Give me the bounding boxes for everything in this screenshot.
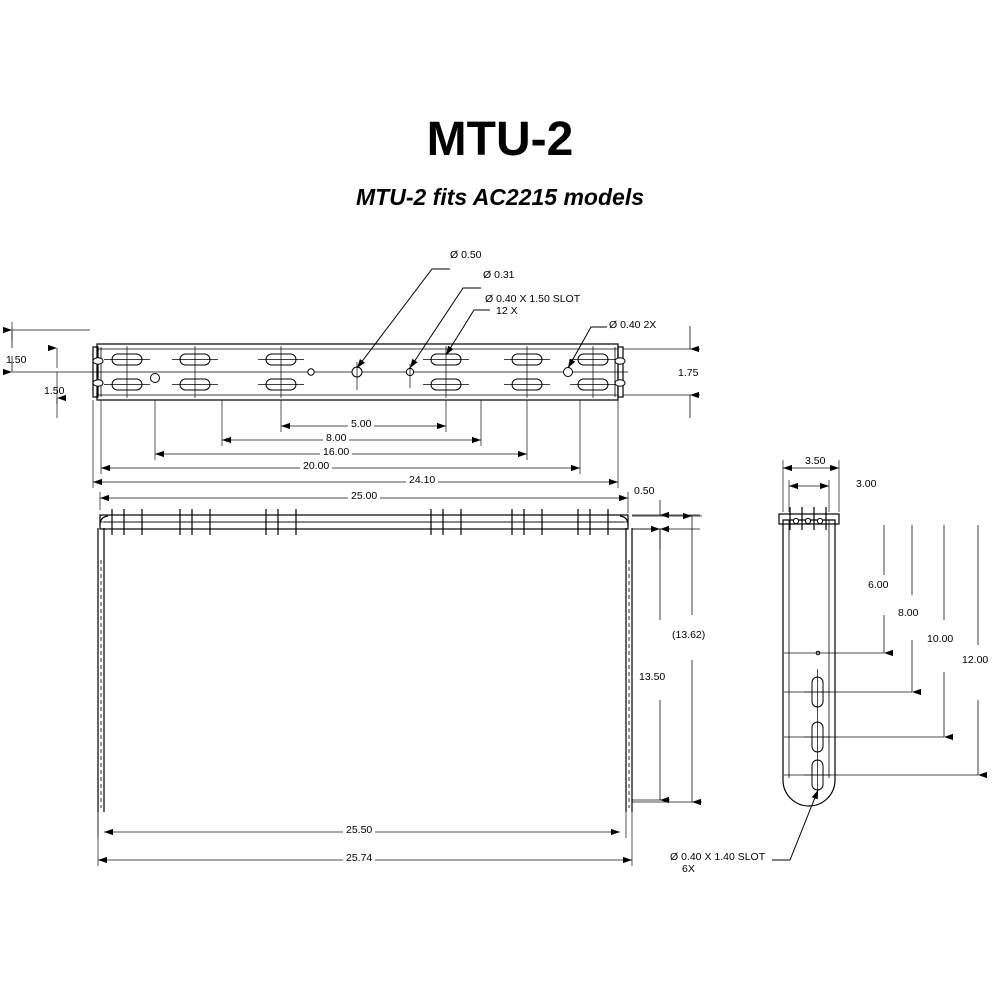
callout-slot-6x-qty: 6X (682, 863, 695, 875)
callout-hole-031: Ø 0.31 (483, 269, 515, 281)
dim-top-left-outer: 1.50 (6, 354, 27, 366)
dim-top-left-inner: 1.50 (44, 385, 65, 397)
top-view-geometry (90, 343, 628, 401)
dim-side-800: 8.00 (898, 607, 919, 619)
front-view-dims (97, 492, 702, 866)
dim-front-flange: 0.50 (634, 485, 655, 497)
dim-top-right: 1.75 (678, 367, 699, 379)
dim-chain-800: 8.00 (323, 433, 350, 444)
page-subtitle: MTU-2 fits AC2215 models (356, 184, 644, 210)
dim-side-600: 6.00 (868, 579, 889, 591)
dim-front-width: 25.00 (348, 491, 381, 502)
front-view-flange-ticks (104, 509, 624, 535)
top-view-dim-chain (92, 400, 619, 488)
page-title: MTU-2 (426, 113, 574, 166)
callout-slot-12x: Ø 0.40 X 1.50 SLOT (485, 293, 581, 305)
side-view-flange-ticks (789, 507, 827, 530)
top-view-leaders (356, 268, 607, 369)
dim-front-height-ref: (13.62) (672, 629, 706, 641)
top-view-lower-slots (104, 378, 616, 391)
callout-hole-050: Ø 0.50 (450, 249, 482, 261)
dim-chain-500: 5.00 (348, 419, 375, 430)
dim-chain-1600: 16.00 (320, 447, 353, 458)
dim-front-bottom-inner: 25.50 (343, 825, 376, 836)
top-view-left-dims (3, 322, 90, 418)
dim-chain-2000: 20.00 (300, 461, 333, 472)
dim-side-1000: 10.00 (927, 633, 954, 645)
dim-chain-2410: 24.10 (406, 475, 439, 486)
dim-front-bottom-outer: 25.74 (343, 853, 376, 864)
callout-slot-6x: Ø 0.40 X 1.40 SLOT (670, 851, 766, 863)
side-view-geometry (772, 507, 840, 861)
side-view-slots (804, 669, 831, 798)
dim-front-height: 13.50 (639, 671, 666, 683)
top-view-right-dim (623, 326, 700, 418)
callout-slot-12x-qty: 12 X (496, 305, 518, 317)
dim-side-top-inner: 3.00 (856, 478, 877, 490)
side-view-dims (782, 460, 987, 779)
dim-side-top-outer: 3.50 (802, 456, 829, 467)
front-view-geometry (97, 509, 633, 812)
top-view-center-holes (150, 362, 573, 390)
dim-side-1200: 12.00 (962, 654, 989, 666)
callout-hole-040-2x: Ø 0.40 2X (609, 319, 657, 331)
